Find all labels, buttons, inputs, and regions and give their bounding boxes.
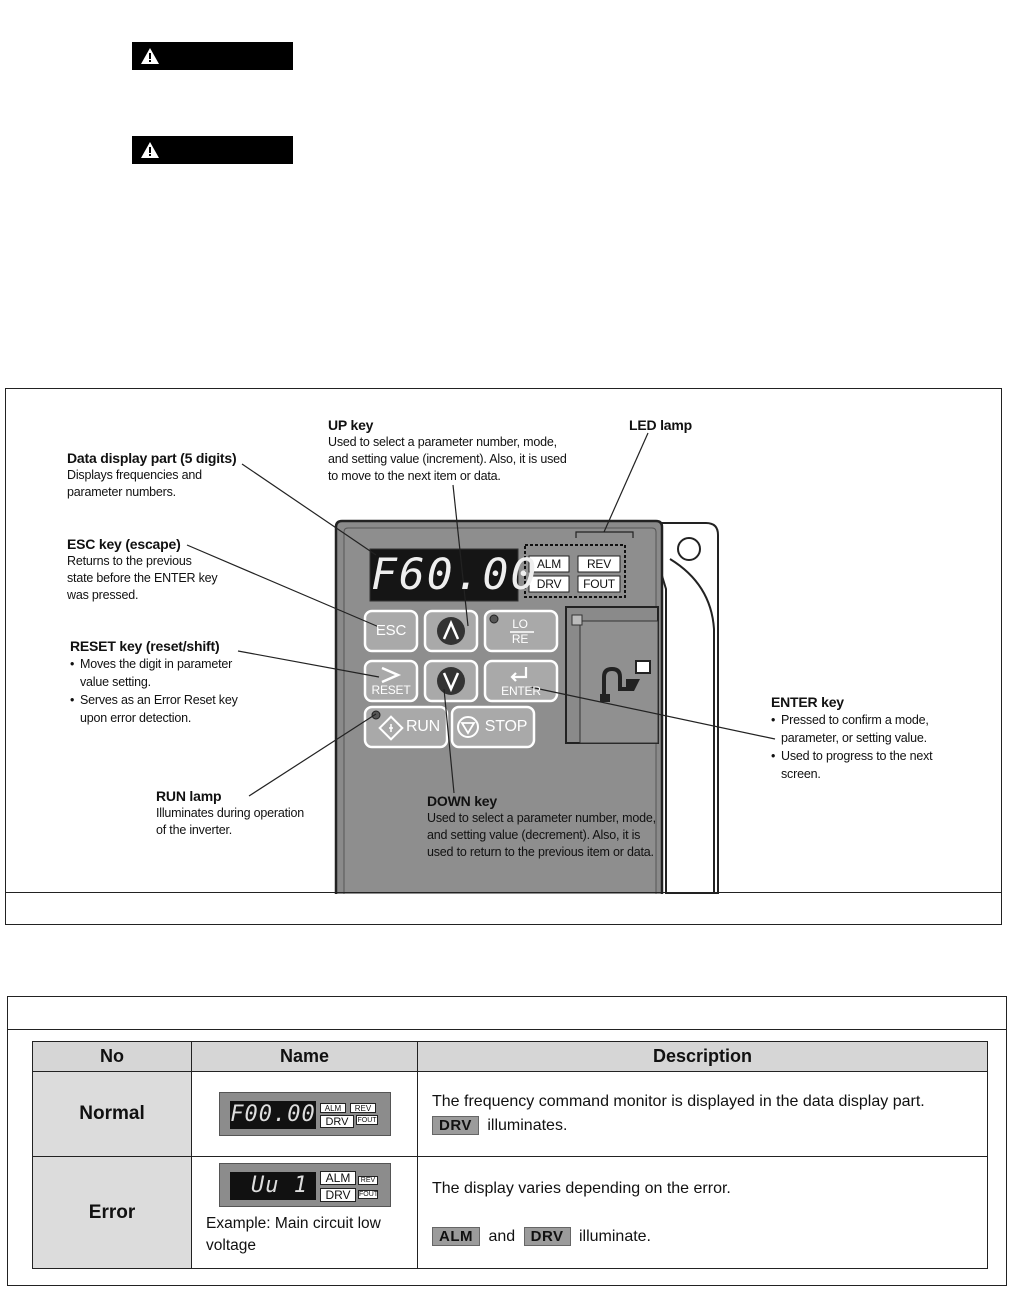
callout-up-key: UP key Used to select a parameter number… bbox=[328, 417, 608, 485]
and-text: and bbox=[488, 1227, 516, 1245]
drv-chip: DRV bbox=[432, 1116, 479, 1135]
callout-title: RUN lamp bbox=[156, 788, 222, 804]
table-caption-divider bbox=[8, 1029, 1006, 1030]
callout-desc: Displays frequencies and parameter numbe… bbox=[67, 468, 202, 499]
led-fout: FOUT bbox=[358, 1190, 379, 1199]
led-fout: FOUT bbox=[583, 577, 615, 591]
callout-led-lamp: LED lamp bbox=[629, 417, 749, 434]
callout-title: ESC key (escape) bbox=[67, 536, 181, 552]
led-fout: FOUT bbox=[356, 1115, 378, 1125]
row-name: F00.00 ALM REV DRV FOUT bbox=[191, 1071, 418, 1157]
callout-title: LED lamp bbox=[629, 417, 692, 433]
figure-caption-row bbox=[6, 892, 1001, 924]
operator-panel-figure: F60.00 ALM REV DRV FOUT ESC LO RE RESET … bbox=[5, 388, 1002, 925]
lo-re-key[interactable] bbox=[485, 611, 557, 651]
led-rev: REV bbox=[350, 1103, 376, 1113]
data-display: F60.00 bbox=[371, 550, 539, 600]
callout-down-key: DOWN key Used to select a parameter numb… bbox=[427, 793, 707, 861]
desc-text: illuminates. bbox=[487, 1117, 568, 1134]
led-rev: REV bbox=[358, 1176, 378, 1185]
led-alm: ALM bbox=[536, 557, 562, 571]
row-description: The frequency command monitor is display… bbox=[417, 1071, 988, 1157]
table-row: Error Uu 1 ALM REV DRV FOUT Example: Mai… bbox=[32, 1156, 988, 1269]
callout-data-display: Data display part (5 digits) Displays fr… bbox=[67, 450, 267, 501]
down-arrow-icon bbox=[442, 672, 460, 693]
callout-bullet: Serves as an Error Reset key upon error … bbox=[70, 691, 270, 727]
operator-panel-illustration bbox=[186, 432, 776, 894]
warning-triangle-icon bbox=[141, 142, 159, 158]
stop-key[interactable]: STOP bbox=[484, 718, 528, 735]
run-key[interactable]: RUN bbox=[405, 718, 441, 735]
mini-display-screen: Uu 1 bbox=[230, 1172, 316, 1200]
desc-line: The display varies depending on the erro… bbox=[432, 1179, 731, 1197]
mini-display-screen: F00.00 bbox=[230, 1101, 316, 1129]
shift-arrow-icon bbox=[381, 666, 402, 684]
col-header-description: Description bbox=[417, 1041, 988, 1072]
drv-chip: DRV bbox=[523, 1226, 571, 1246]
led-alm-lit: ALM bbox=[320, 1171, 356, 1185]
led-alm: ALM bbox=[320, 1103, 346, 1113]
desc-line-2: ALM and DRV illuminate. bbox=[432, 1225, 986, 1249]
callout-desc: Illuminates during operation of the inve… bbox=[156, 806, 304, 837]
warning-banner-2 bbox=[132, 136, 293, 164]
callout-title: RESET key (reset/shift) bbox=[70, 638, 220, 654]
mini-display: F00.00 ALM REV DRV FOUT bbox=[219, 1092, 391, 1136]
led-drv-lit: DRV bbox=[320, 1115, 354, 1128]
row-description: The display varies depending on the erro… bbox=[417, 1156, 988, 1269]
table-row: Normal F00.00 ALM REV DRV FOUT The frequ… bbox=[32, 1071, 988, 1157]
desc-line: The frequency command monitor is display… bbox=[432, 1093, 925, 1110]
status-table: No Name Description Normal F00.00 ALM RE… bbox=[32, 1041, 988, 1269]
led-drv: DRV bbox=[536, 577, 562, 591]
enter-arrow-icon bbox=[510, 667, 528, 682]
warning-banner-1 bbox=[132, 42, 293, 70]
usb-port-icon bbox=[600, 660, 651, 702]
stop-circle-icon bbox=[457, 716, 479, 738]
alm-chip: ALM bbox=[432, 1226, 480, 1246]
callout-bullet: Moves the digit in parameter value setti… bbox=[70, 655, 270, 691]
callout-title: DOWN key bbox=[427, 793, 497, 809]
down-key[interactable] bbox=[425, 661, 477, 701]
re-label: RE bbox=[511, 632, 529, 646]
up-arrow-icon bbox=[442, 619, 460, 640]
col-header-no: No bbox=[32, 1041, 192, 1072]
callout-esc-key: ESC key (escape) Returns to the previous… bbox=[67, 536, 267, 604]
callout-reset-key: RESET key (reset/shift) Moves the digit … bbox=[70, 638, 270, 727]
callout-desc: Returns to the previous state before the… bbox=[67, 554, 218, 602]
row-no: Error bbox=[32, 1156, 192, 1269]
reset-key[interactable]: RESET bbox=[371, 683, 411, 697]
callout-title: Data display part (5 digits) bbox=[67, 450, 237, 466]
example-text: Example: Main circuit low voltage bbox=[206, 1215, 381, 1254]
esc-key[interactable]: ESC bbox=[375, 622, 407, 639]
desc-line-2: DRV illuminates. bbox=[432, 1114, 986, 1138]
warning-triangle-icon bbox=[141, 48, 159, 64]
run-diamond-icon bbox=[378, 715, 404, 741]
callout-desc: Used to select a parameter number, mode,… bbox=[328, 435, 567, 483]
up-key[interactable] bbox=[425, 611, 477, 651]
callout-enter-key: ENTER key Pressed to confirm a mode, par… bbox=[771, 694, 971, 783]
lo-label: LO bbox=[512, 617, 528, 631]
row-no: Normal bbox=[32, 1071, 192, 1157]
callout-bullet: Used to progress to the next screen. bbox=[771, 747, 971, 783]
table-frame bbox=[7, 996, 1007, 1286]
callout-run-lamp: RUN lamp Illuminates during operation of… bbox=[156, 788, 356, 839]
desc-text: illuminate. bbox=[578, 1227, 651, 1245]
callout-title: UP key bbox=[328, 417, 374, 433]
mini-display: Uu 1 ALM REV DRV FOUT bbox=[219, 1163, 391, 1207]
enter-key[interactable]: ENTER bbox=[501, 684, 541, 698]
callout-desc: Used to select a parameter number, mode,… bbox=[427, 811, 656, 859]
callout-bullet: Pressed to confirm a mode, parameter, or… bbox=[771, 711, 971, 747]
row-name: Uu 1 ALM REV DRV FOUT Example: Main circ… bbox=[191, 1156, 418, 1269]
callout-title: ENTER key bbox=[771, 694, 844, 710]
led-rev: REV bbox=[586, 557, 612, 571]
led-drv-lit: DRV bbox=[320, 1188, 356, 1202]
col-header-name: Name bbox=[191, 1041, 418, 1072]
